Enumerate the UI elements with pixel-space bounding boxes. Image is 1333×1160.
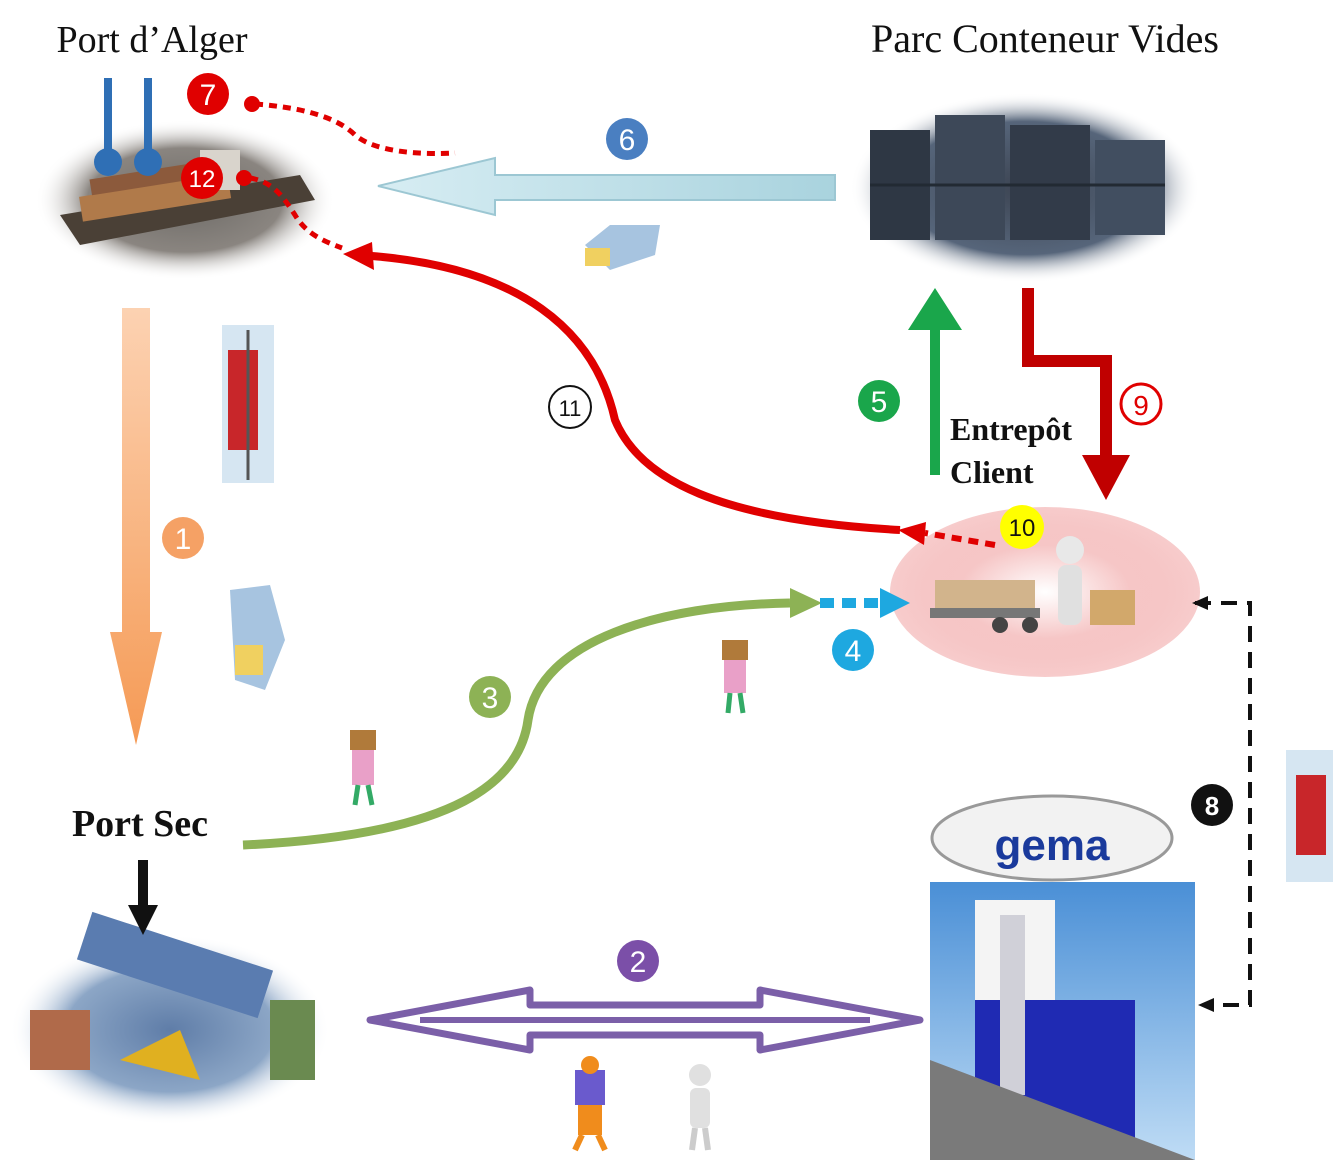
svg-text:5: 5 — [871, 386, 888, 419]
porter-icon-2 — [722, 640, 748, 714]
truck-icon-vertical — [230, 585, 285, 690]
arrow-9-darkred — [1022, 288, 1130, 500]
svg-text:7: 7 — [200, 79, 217, 112]
arrow-6-lightblue — [377, 156, 836, 217]
dry-port-crane-icon — [10, 911, 330, 1125]
arrow-1-orange — [110, 308, 162, 745]
step-badge-4: 4 — [832, 629, 874, 671]
step-badge-2: 2 — [617, 940, 659, 982]
gema-building-icon — [930, 794, 1195, 1160]
step-badge-6: 6 — [606, 118, 648, 160]
dotted-line-12 — [249, 175, 343, 251]
dotted-line-7 — [254, 101, 456, 157]
arrow-5-green-up — [908, 288, 962, 475]
arrow-10-red-dotted — [924, 530, 996, 548]
port-alger-label: Port d’Alger — [56, 19, 247, 61]
entrepot-label-line1: Entrepôt — [950, 411, 1072, 447]
svg-text:11: 11 — [559, 396, 582, 421]
svg-text:1: 1 — [175, 523, 192, 556]
porter-icon — [350, 730, 376, 806]
thinking-person-icon — [689, 1064, 711, 1151]
entrepot-label-line2: Client — [950, 454, 1034, 490]
step-badge-3: 3 — [469, 676, 511, 718]
step-badge-9: 9 — [1119, 382, 1163, 426]
step-badge-7: 7 — [187, 73, 260, 115]
step-badge-5: 5 — [858, 380, 900, 422]
svg-text:6: 6 — [619, 124, 636, 157]
svg-text:2: 2 — [630, 946, 647, 979]
svg-text:3: 3 — [482, 682, 499, 715]
arrow-11-red-curve — [371, 252, 901, 534]
porter-icon-3 — [572, 1056, 608, 1152]
truck-icon — [585, 225, 660, 270]
svg-text:9: 9 — [1133, 390, 1149, 421]
step-badge-10: 10 — [1000, 505, 1044, 549]
gema-logo-text: gema — [995, 821, 1110, 870]
svg-text:8: 8 — [1205, 791, 1219, 821]
parc-conteneur-label: Parc Conteneur Vides — [871, 16, 1219, 61]
step-badge-8: 8 — [1191, 784, 1233, 826]
svg-text:10: 10 — [1009, 515, 1036, 542]
port-sec-label: Port Sec — [72, 803, 208, 845]
svg-text:4: 4 — [845, 635, 862, 668]
step-badge-1: 1 — [162, 517, 204, 559]
document-icon-right — [1286, 750, 1333, 882]
arrow-8-dashed — [1195, 601, 1252, 1007]
warehouse-worker-icon — [890, 507, 1200, 677]
arrow-portsec-down — [128, 860, 158, 935]
arrow-3-green-curve — [242, 598, 791, 850]
step-badge-11: 11 — [548, 385, 592, 429]
svg-text:12: 12 — [189, 166, 216, 193]
document-icon — [222, 325, 274, 483]
container-yard-icon — [850, 93, 1200, 283]
step-badge-12: 12 — [181, 157, 252, 199]
